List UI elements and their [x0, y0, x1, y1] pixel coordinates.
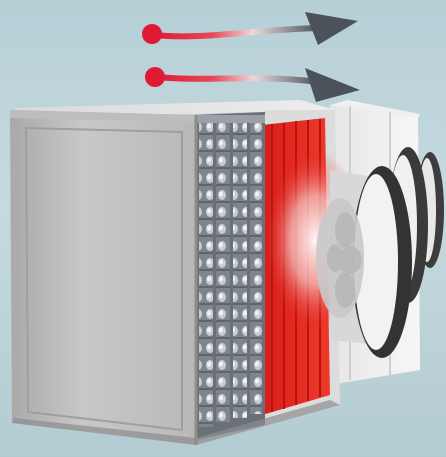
housing-front-panel: [10, 110, 196, 445]
finned-tube-bank: [195, 112, 265, 440]
hot-air-flow-arrow-icon: [142, 12, 358, 45]
fan-outlet: [316, 166, 412, 358]
hot-air-flow-arrow-icon: [145, 67, 360, 102]
